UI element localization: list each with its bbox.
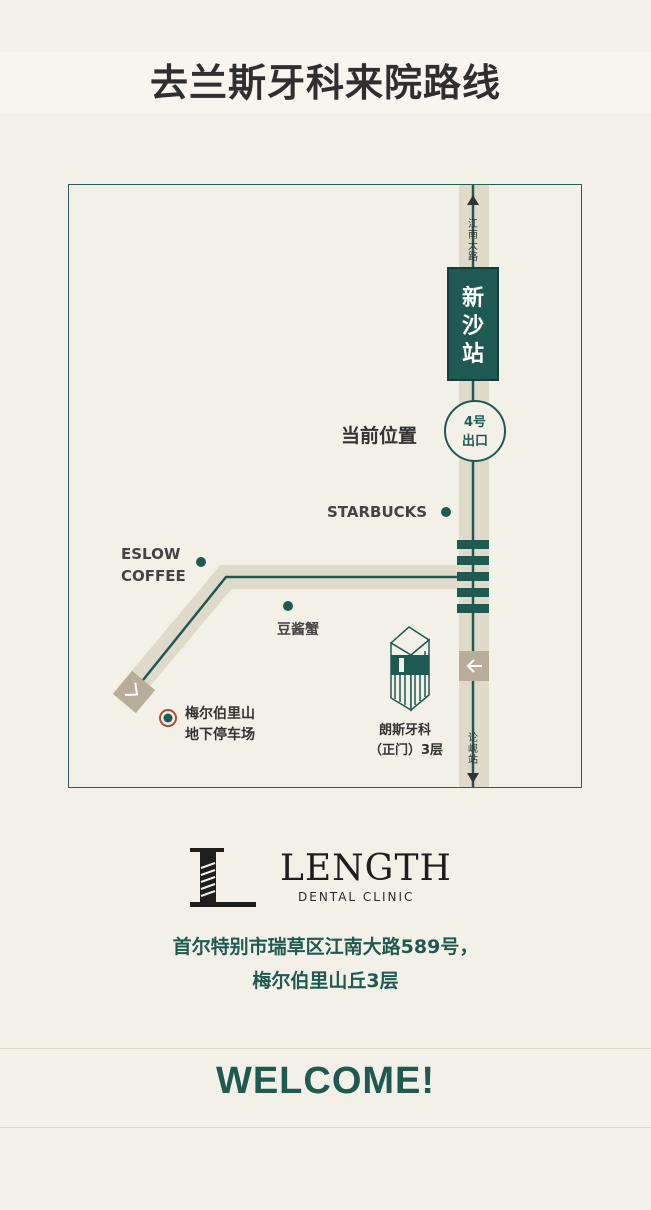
arrow-down-left-icon (112, 670, 156, 714)
welcome-text: WELCOME! (215, 1060, 436, 1102)
station-sinsa: 新沙站 (447, 267, 499, 381)
station-label: 新沙站 (461, 286, 484, 367)
parking-label-line1: 梅尔伯里山 (185, 706, 255, 722)
address-line-1: 首尔特别市瑞草区江南大路589号， (172, 936, 479, 958)
title-band (0, 52, 651, 114)
crab-marker (283, 601, 293, 611)
exit-4-marker: 4号 出口 (444, 400, 506, 462)
address-line-2: 梅尔伯里山丘3层 (252, 970, 399, 992)
location-pin-icon (159, 709, 177, 727)
route-map: 江南大路 论岘站 新沙站 4号 出口 当前位置 STARBUCKS ESLOW … (68, 184, 582, 788)
page-title: 去兰斯牙科来院路线 (149, 61, 501, 105)
road-label-bottom: 论岘站 (468, 733, 478, 766)
parking-label-line2: 地下停车场 (185, 727, 255, 743)
route-line-branch (134, 575, 473, 691)
arrow-down-icon (467, 773, 479, 783)
clinic-logo: LENGTH DENTAL CLINIC (188, 846, 451, 910)
road-label-top: 江南大路 (468, 219, 478, 263)
exit-label-number: 4号 (463, 415, 487, 430)
logo-subtitle: DENTAL CLINIC (298, 890, 415, 904)
clinic-label-line2: （正门）3层 (369, 743, 444, 758)
eslow-label-line1: ESLOW (121, 545, 181, 563)
logo-wordmark: LENGTH (280, 848, 452, 889)
eslow-label-line2: COFFEE (121, 567, 186, 585)
logo-mark-icon (190, 848, 256, 907)
crab-label: 豆酱蟹 (277, 622, 319, 638)
current-location-label: 当前位置 (341, 425, 418, 447)
arrow-left-icon (459, 651, 489, 681)
eslow-marker (196, 557, 206, 567)
starbucks-marker (441, 507, 451, 517)
starbucks-label: STARBUCKS (327, 503, 428, 521)
building-icon (389, 626, 431, 712)
clinic-label-line1: 朗斯牙科 (379, 723, 432, 738)
welcome-band (0, 1048, 651, 1128)
exit-label-text: 出口 (461, 434, 488, 449)
arrow-up-icon (467, 195, 479, 205)
map-canvas (112, 185, 489, 787)
crosswalk (457, 540, 489, 613)
